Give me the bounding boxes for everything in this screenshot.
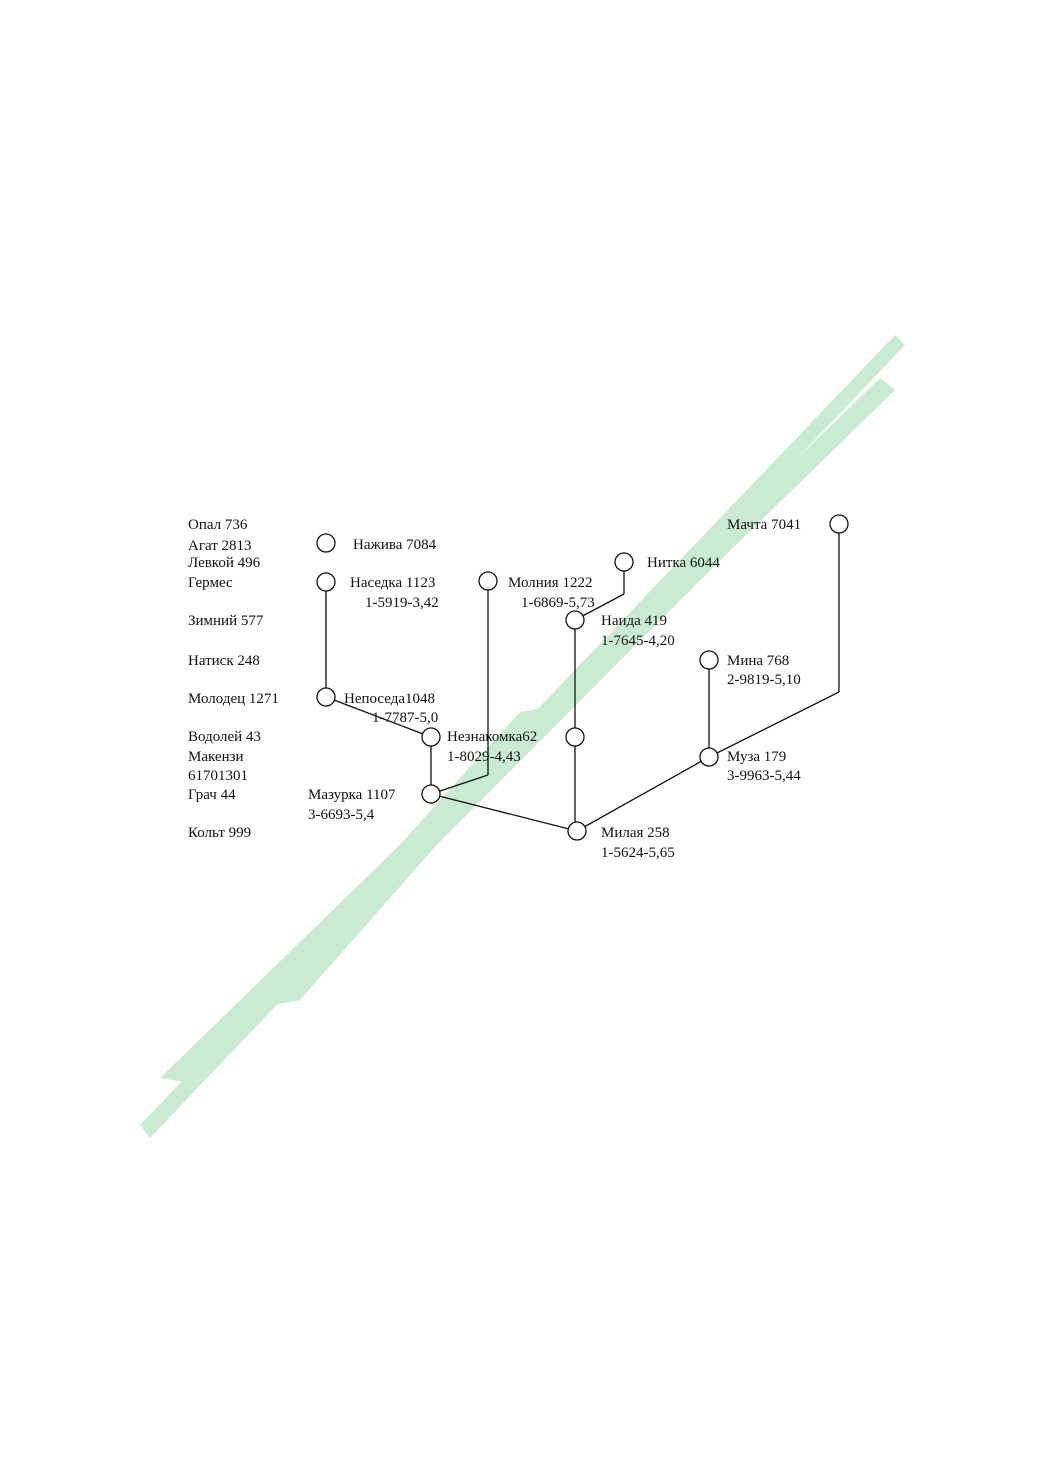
node-mina[interactable] (699, 650, 719, 670)
node-code-neznakomka: 1-8029-4,43 (447, 749, 521, 765)
node-name-mazurka: Мазурка 1107 (308, 787, 396, 803)
ancestor-label: 61701301 (188, 768, 248, 784)
node-code-muza: 3-9963-5,44 (727, 768, 801, 784)
ancestor-label: Агат 2813 (188, 538, 252, 554)
node-name-machta: Мачта 7041 (727, 517, 801, 533)
node-name-milaya: Милая 258 (601, 825, 670, 841)
nodes (316, 514, 849, 841)
node-name-nazhiva: Нажива 7084 (353, 537, 437, 553)
watermark-band-mid (250, 705, 560, 1010)
node-neposeda[interactable] (316, 687, 336, 707)
node-nitka[interactable] (614, 552, 634, 572)
node-code-mina: 2-9819-5,10 (727, 672, 801, 688)
edge-mazurka-milaya (430, 793, 578, 832)
node-code-molniya: 1-6869-5,73 (521, 595, 595, 611)
node-neznakomka[interactable] (421, 727, 441, 747)
ancestor-label: Макензи (188, 749, 244, 765)
node-name-molniya: Молния 1222 (508, 575, 592, 591)
node-naida[interactable] (565, 610, 585, 630)
node-code-nasedka: 1-5919-3,42 (365, 595, 439, 611)
ancestor-label: Гермес (188, 575, 233, 591)
node-name-neznakomka: Незнакомка62 (447, 729, 537, 745)
ancestor-label: Кольт 999 (188, 825, 251, 841)
ancestor-label: Левкой 496 (188, 555, 261, 571)
node-nasedka[interactable] (316, 572, 336, 592)
ancestor-label: Опал 736 (188, 517, 248, 533)
ancestor-label: Молодец 1271 (188, 691, 279, 707)
node-muza[interactable] (699, 747, 719, 767)
ancestor-label: Зимний 577 (188, 613, 264, 629)
node-nazhiva[interactable] (316, 533, 336, 553)
ancestor-column: Опал 736 Агат 2813 Левкой 496 Гермес Зим… (188, 517, 279, 841)
node-name-mina: Мина 768 (727, 653, 789, 669)
node-machta[interactable] (829, 514, 849, 534)
node-code-naida: 1-7645-4,20 (601, 633, 675, 649)
node-code-mazurka: 3-6693-5,4 (308, 807, 375, 823)
node-name-nasedka: Наседка 1123 (350, 575, 435, 591)
edge-muza-milaya (576, 756, 710, 832)
node-name-naida: Наида 419 (601, 613, 667, 629)
node-code-milaya: 1-5624-5,65 (601, 845, 675, 861)
node-labels: Нажива 7084 Наседка 1123 1-5919-3,42 Неп… (308, 517, 801, 861)
node-mazurka[interactable] (421, 784, 441, 804)
edges (325, 524, 840, 832)
node-molniya[interactable] (478, 571, 498, 591)
node-mid[interactable] (565, 727, 585, 747)
node-milaya[interactable] (567, 821, 587, 841)
node-name-nitka: Нитка 6044 (647, 555, 720, 571)
edge-molniya-mazurka (430, 774, 489, 795)
node-name-muza: Муза 179 (727, 749, 786, 765)
watermark (140, 335, 905, 1138)
edge-machta-muza (708, 691, 840, 758)
node-code-neposeda: 1-7787-5,0 (372, 710, 438, 726)
edge-neposeda-neznakomka (325, 696, 432, 738)
ancestor-label: Натиск 248 (188, 653, 260, 669)
ancestor-label: Водолей 43 (188, 729, 261, 745)
ancestor-label: Грач 44 (188, 787, 236, 803)
node-name-neposeda: Непоседа1048 (344, 691, 435, 707)
